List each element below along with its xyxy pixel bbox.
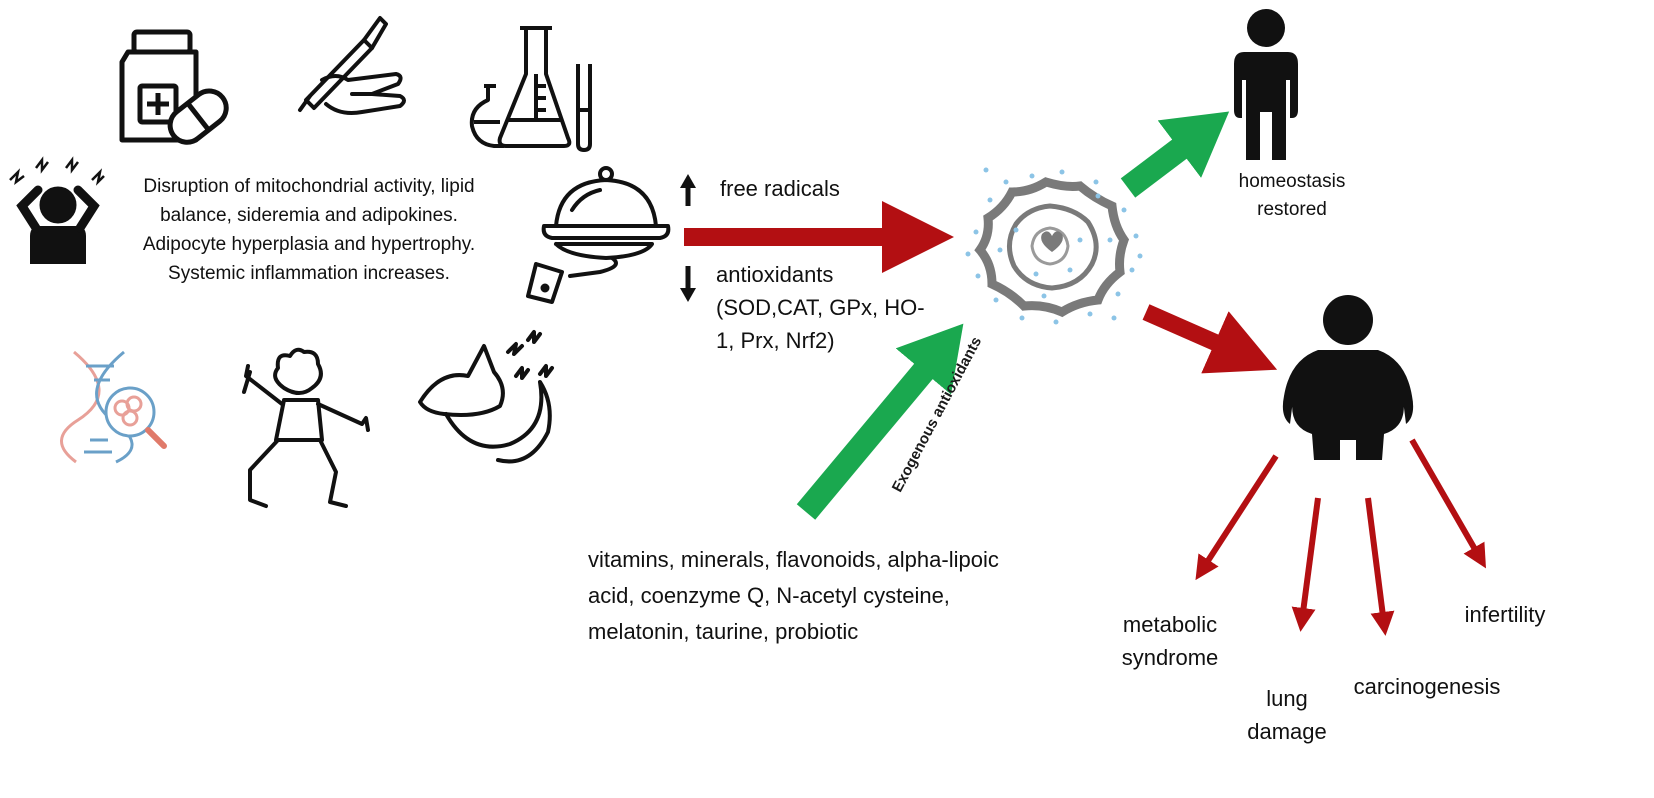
dna-magnifier-icon — [60, 350, 167, 464]
exogenous-antioxidants-arrow — [796, 323, 964, 520]
stressed-person-icon — [9, 156, 105, 264]
homeostasis-restored-label: homeostasis restored — [1238, 171, 1346, 220]
lab-flasks-icon — [469, 26, 592, 152]
cell-icon — [965, 167, 1143, 325]
outcome-lung-damage: lung damage — [1247, 686, 1327, 744]
increase-arrow-icon — [680, 174, 696, 206]
arrow-metabolic-syndrome — [1195, 454, 1279, 581]
antioxidants-label: antioxidants (SOD,CAT, GPx, HO- 1, Prx, … — [716, 262, 925, 353]
spicy-food-icon — [418, 330, 554, 464]
exercising-person-icon — [242, 347, 370, 508]
exogenous-antioxidants-list: vitamins, minerals, flavonoids, alpha-li… — [588, 547, 999, 644]
free-radicals-label: free radicals — [720, 176, 840, 201]
causes-description: Disruption of mitochondrial activity, li… — [142, 176, 476, 284]
arrow-infertility — [1409, 438, 1486, 569]
decrease-arrow-icon — [680, 266, 696, 302]
healthy-person-icon — [1234, 9, 1298, 160]
arrow-carcinogenesis — [1365, 497, 1395, 636]
outcome-arrows — [1195, 438, 1486, 636]
medicine-bottle-pill-icon — [119, 29, 229, 145]
outcome-carcinogenesis: carcinogenesis — [1353, 674, 1501, 699]
scalpel-hand-icon — [298, 16, 406, 115]
arrow-lung-damage — [1291, 497, 1321, 632]
red-arrow-to-obese — [1142, 304, 1278, 374]
food-cloche-icon — [526, 166, 671, 304]
outcome-infertility: infertility — [1464, 602, 1546, 627]
green-arrow-to-healthy — [1120, 111, 1230, 198]
outcome-metabolic-syndrome: metabolic syndrome — [1121, 612, 1219, 670]
obese-person-icon — [1282, 295, 1414, 460]
